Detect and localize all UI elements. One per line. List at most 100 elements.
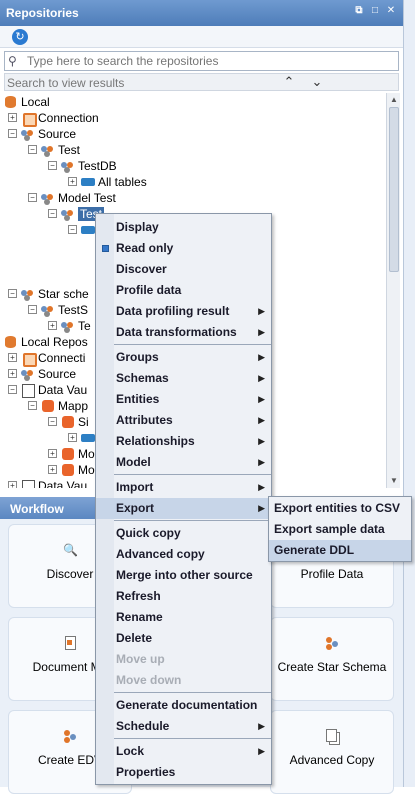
menu-item-data-profiling-result[interactable]: Data profiling result▶: [96, 301, 271, 322]
collapse-icon[interactable]: −: [68, 225, 77, 235]
workflow-card-create-star-schema[interactable]: Create Star Schema: [270, 617, 394, 701]
repository-search-box[interactable]: ⚲: [4, 51, 399, 71]
submenu-item-export-sample-data[interactable]: Export sample data: [274, 522, 385, 536]
menu-item-merge-into-other-source[interactable]: Merge into other source: [116, 568, 253, 582]
tree-node[interactable]: −Test: [28, 142, 80, 158]
tree-node[interactable]: Local Repos: [4, 334, 88, 350]
tree-scrollbar[interactable]: ▲ ▼: [386, 93, 400, 488]
data-vault-icon: [21, 383, 35, 398]
menu-item-generate-documentation[interactable]: Generate documentation: [116, 698, 258, 712]
submenu-arrow-icon: ▶: [258, 327, 265, 337]
expand-icon[interactable]: +: [48, 465, 57, 475]
tree-node[interactable]: −TestS: [28, 302, 88, 318]
collapse-icon[interactable]: −: [8, 289, 17, 299]
menu-item-quick-copy[interactable]: Quick copy: [116, 526, 181, 540]
collapse-icon[interactable]: −: [8, 129, 17, 139]
menu-item-export[interactable]: Export▶: [96, 498, 271, 519]
expand-icon[interactable]: +: [48, 449, 57, 459]
tree-node[interactable]: −Star sche: [8, 286, 89, 302]
tree-node[interactable]: +Connecti: [8, 350, 85, 367]
menu-item-data-transformations[interactable]: Data transformations▶: [96, 322, 271, 343]
tree-node[interactable]: −Source: [8, 126, 76, 142]
tree-node[interactable]: −: [68, 222, 98, 238]
tree-node[interactable]: +Mo: [48, 462, 95, 478]
next-result-button[interactable]: ⌄: [311, 74, 323, 89]
menu-item-profile-data[interactable]: Profile data: [116, 283, 182, 297]
collapse-icon[interactable]: −: [48, 417, 57, 427]
menu-item-import[interactable]: Import▶: [96, 477, 271, 498]
tree-node[interactable]: +Data Vau: [8, 478, 87, 488]
menu-item-entities[interactable]: Entities▶: [96, 389, 271, 410]
collapse-icon[interactable]: −: [28, 401, 37, 411]
workflow-card-advanced-copy[interactable]: Advanced Copy: [270, 710, 394, 794]
menu-item-model[interactable]: Model▶: [96, 452, 271, 473]
menu-separator: [114, 520, 271, 521]
menu-item-schemas[interactable]: Schemas▶: [96, 368, 271, 389]
tree-node[interactable]: −Si: [48, 414, 89, 430]
menu-item-advanced-copy[interactable]: Advanced copy: [116, 547, 205, 561]
expand-icon[interactable]: +: [68, 433, 77, 443]
menu-item-lock[interactable]: Lock▶: [96, 741, 271, 762]
menu-item-delete[interactable]: Delete: [116, 631, 153, 645]
menu-item-rename[interactable]: Rename: [116, 610, 163, 624]
collapse-icon[interactable]: −: [48, 209, 57, 219]
scroll-down-icon[interactable]: ▼: [390, 476, 398, 485]
collapse-icon[interactable]: −: [28, 305, 37, 315]
tree-node[interactable]: −TestDB: [48, 158, 117, 174]
menu-separator: [114, 738, 271, 739]
menu-item-discover[interactable]: Discover: [116, 262, 167, 276]
tree-node[interactable]: −Model Test: [28, 190, 116, 206]
expand-icon[interactable]: +: [68, 177, 77, 187]
tree-node[interactable]: −Mapp: [28, 398, 88, 414]
refresh-icon[interactable]: ↻: [12, 29, 28, 45]
menu-item-properties[interactable]: Properties: [116, 765, 176, 779]
source-icon: [41, 192, 55, 204]
submenu-item-export-entities-to-csv[interactable]: Export entities to CSV: [274, 501, 401, 515]
database-icon: [4, 335, 18, 348]
tree-node[interactable]: +Connection: [8, 110, 99, 127]
scrollbar-thumb[interactable]: [389, 107, 399, 272]
tree-node[interactable]: +All tables: [68, 174, 147, 190]
tree-node[interactable]: +: [68, 430, 98, 446]
collapse-icon[interactable]: −: [8, 385, 17, 395]
tree-node[interactable]: −Data Vau: [8, 382, 87, 398]
source-icon: [41, 304, 55, 316]
edw-icon: [63, 729, 77, 743]
expand-icon[interactable]: +: [8, 481, 17, 488]
menu-item-groups[interactable]: Groups▶: [96, 347, 271, 368]
tree-node[interactable]: +Mo: [48, 446, 95, 462]
source-icon: [21, 288, 35, 300]
mapping-icon: [61, 447, 75, 460]
repository-search-input[interactable]: [27, 53, 387, 69]
context-menu: Display Read only Discover Profile data …: [95, 213, 272, 785]
expand-icon[interactable]: +: [48, 321, 57, 331]
menu-item-relationships[interactable]: Relationships▶: [96, 431, 271, 452]
menu-item-attributes[interactable]: Attributes▶: [96, 410, 271, 431]
menu-item-read-only[interactable]: Read only: [96, 238, 271, 259]
document-icon: [63, 636, 77, 650]
close-icon[interactable]: ✕: [386, 5, 396, 16]
right-panel-edge: [403, 0, 415, 787]
submenu-item-generate-ddl[interactable]: Generate DDL: [269, 540, 411, 561]
maximize-icon[interactable]: □: [371, 5, 379, 16]
source-icon: [61, 160, 75, 172]
tree-node[interactable]: +Source: [8, 366, 76, 382]
collapse-icon[interactable]: −: [48, 161, 57, 171]
tree-node[interactable]: Local: [4, 94, 50, 110]
scroll-up-icon[interactable]: ▲: [390, 95, 398, 104]
tree-node[interactable]: +Te: [48, 318, 91, 334]
collapse-icon[interactable]: −: [28, 145, 37, 155]
expand-icon[interactable]: +: [8, 113, 17, 123]
menu-item-display[interactable]: Display: [116, 220, 159, 234]
database-icon: [4, 95, 18, 108]
restore-icon[interactable]: ⧉: [355, 5, 363, 16]
menu-item-schedule[interactable]: Schedule▶: [96, 716, 271, 737]
panel-header-buttons: ⧉ □ ✕: [353, 5, 397, 17]
search-icon: ⚲: [8, 54, 17, 68]
previous-result-button[interactable]: ⌃: [283, 74, 295, 89]
copy-icon: [325, 729, 339, 743]
expand-icon[interactable]: +: [8, 353, 17, 363]
expand-icon[interactable]: +: [8, 369, 17, 379]
collapse-icon[interactable]: −: [28, 193, 37, 203]
menu-item-refresh[interactable]: Refresh: [116, 589, 161, 603]
